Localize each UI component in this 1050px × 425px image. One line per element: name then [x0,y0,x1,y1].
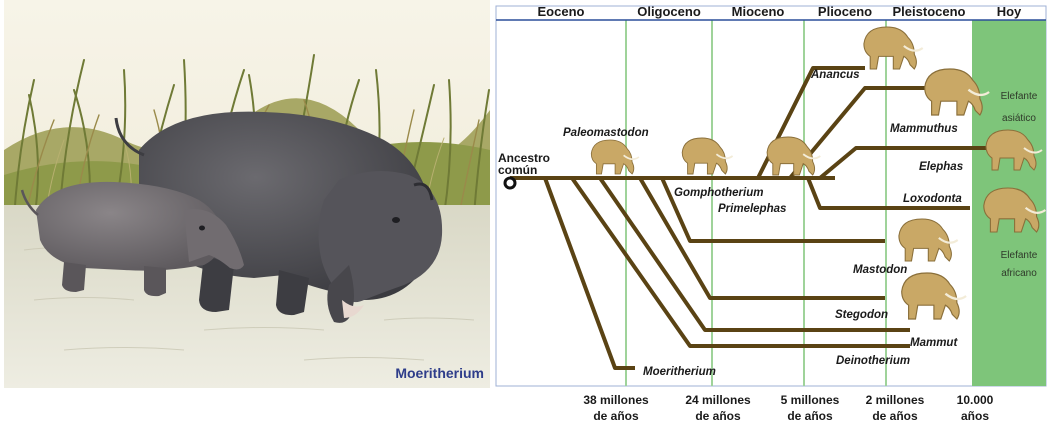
label-paleomastodon: Paleomastodon [563,127,649,139]
asian-elephant-line1: Elefante [1001,91,1038,102]
era-hoy: Hoy [997,4,1022,19]
era-mioceno: Mioceno [732,4,785,19]
root-label-line2: común [498,163,537,177]
tick-10000-line2: años [961,409,989,423]
tick-2-line1: 2 millones [866,393,925,407]
tick-38-line2: de años [593,409,639,423]
tick-24-line2: de años [695,409,741,423]
painting-caption: Moeritherium [395,365,484,381]
tick-5-line2: de años [787,409,833,423]
era-eoceno: Eoceno [538,4,585,19]
label-mammut: Mammut [910,337,958,349]
label-moeritherium: Moeritherium [643,366,716,378]
tick-2-line2: de años [872,409,918,423]
label-gomphotherium: Gomphotherium [674,187,763,199]
tick-38-line1: 38 millones [583,393,649,407]
era-oligoceno: Oligoceno [637,4,701,19]
era-plioceno: Plioceno [818,4,872,19]
label-anancus: Anancus [810,69,860,81]
moeritherium-painting: Moeritherium [4,0,490,388]
label-mammuthus: Mammuthus [890,123,958,135]
time-axis: 38 millones de años 24 millones de años … [583,393,993,423]
label-loxodonta: Loxodonta [903,193,962,205]
tick-5-line1: 5 millones [781,393,840,407]
root-node [505,178,515,188]
label-elephas: Elephas [919,161,963,173]
label-deinotherium: Deinotherium [836,355,910,367]
label-stegodon: Stegodon [835,309,888,321]
era-pleistoceno: Pleistoceno [893,4,966,19]
elephant-phylogeny-diagram: Eoceno Oligoceno Mioceno Plioceno Pleist… [490,0,1050,425]
african-elephant-line2: africano [1001,268,1037,279]
tick-24-line1: 24 millones [685,393,751,407]
label-primelephas: Primelephas [718,203,786,215]
african-elephant-line1: Elefante [1001,250,1038,261]
label-mastodon: Mastodon [853,264,907,276]
tick-10000-line1: 10.000 [957,393,994,407]
asian-elephant-line2: asiático [1002,113,1036,124]
